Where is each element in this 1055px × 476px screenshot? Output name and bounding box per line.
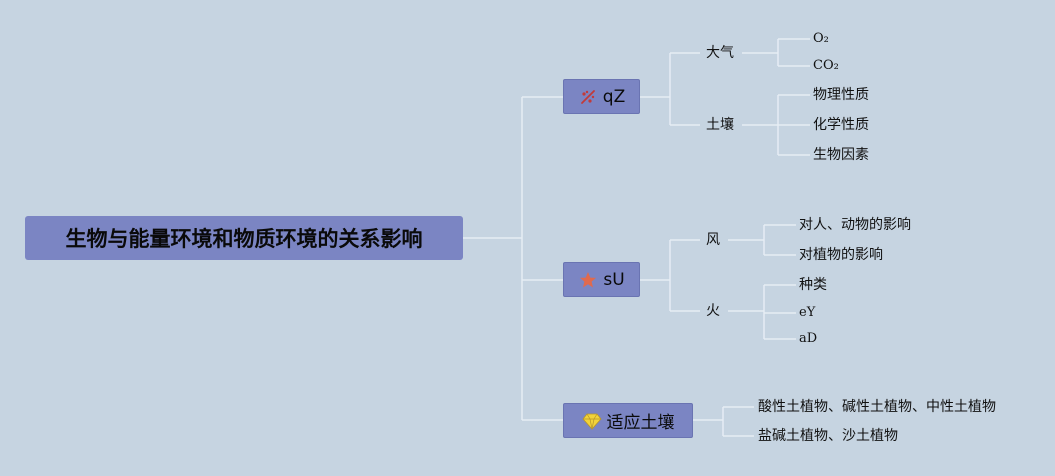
branch-label: qZ <box>602 86 626 107</box>
star-icon <box>578 270 598 290</box>
branch-node-adapt-soil[interactable]: 适应土壤 <box>563 403 693 438</box>
leaf-chemical-properties[interactable]: 化学性质 <box>813 117 869 133</box>
root-label: 生物与能量环境和物质环境的关系影响 <box>65 227 423 251</box>
diamond-icon <box>581 411 602 431</box>
leaf-effect-on-people-animals[interactable]: 对人、动物的影响 <box>799 217 911 233</box>
root-node[interactable]: 生物与能量环境和物质环境的关系影响 <box>25 216 463 260</box>
leaf-o2[interactable]: O₂ <box>813 31 829 46</box>
subtopic-wind[interactable]: 风 <box>706 232 720 248</box>
leaf-co2[interactable]: CO₂ <box>813 58 839 73</box>
subtopic-fire[interactable]: 火 <box>706 303 720 319</box>
leaf-effect-on-plants[interactable]: 对植物的影响 <box>799 247 883 263</box>
leaf-saline-sandy-soil-plants[interactable]: 盐碱土植物、沙土植物 <box>758 428 898 444</box>
sparkle-dots-icon <box>578 87 598 107</box>
leaf-acid-alkaline-neutral-soil-plants[interactable]: 酸性土植物、碱性土植物、中性土植物 <box>758 399 996 415</box>
branch-label: sU <box>603 269 625 290</box>
leaf-ad[interactable]: aD <box>799 331 818 346</box>
branch-label: 适应土壤 <box>606 413 675 433</box>
branch-node-qz[interactable]: qZ <box>563 79 640 114</box>
subtopic-atmosphere[interactable]: 大气 <box>706 45 734 61</box>
branch-node-su[interactable]: sU <box>563 262 640 297</box>
leaf-types[interactable]: 种类 <box>799 277 827 293</box>
leaf-biological-factors[interactable]: 生物因素 <box>813 147 869 163</box>
leaf-ey[interactable]: eY <box>799 305 816 320</box>
leaf-physical-properties[interactable]: 物理性质 <box>813 87 869 103</box>
subtopic-soil[interactable]: 土壤 <box>706 117 734 133</box>
